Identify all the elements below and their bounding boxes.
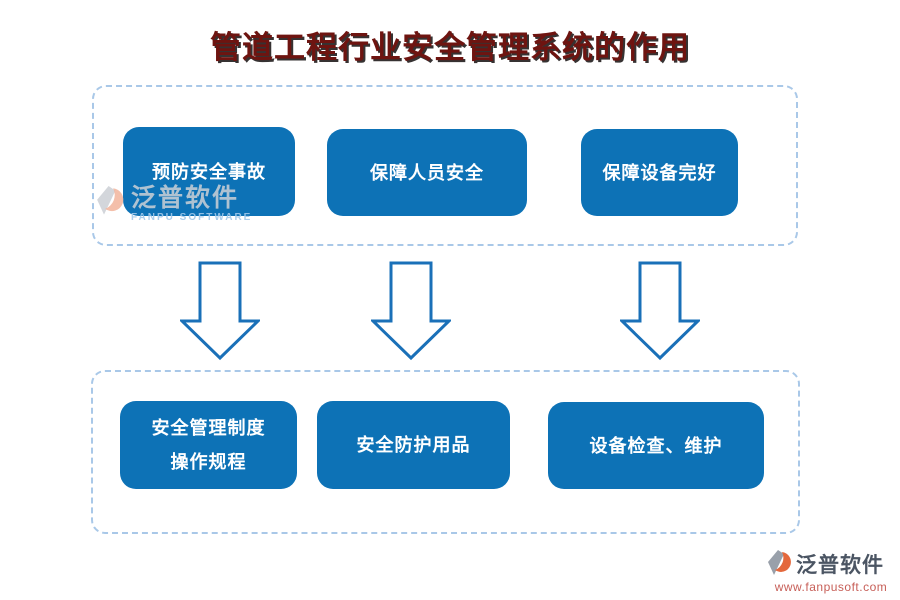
flow-box-label: 安全防护用品 bbox=[356, 435, 471, 455]
flow-box-personnel-safety: 保障人员安全 bbox=[327, 129, 527, 216]
page-title: 管道工程行业安全管理系统的作用 bbox=[210, 30, 690, 65]
flow-box-safety-rules: 安全管理制度 操作规程 bbox=[120, 401, 297, 489]
down-arrow-icon bbox=[371, 261, 451, 361]
flow-box-label-line1: 安全管理制度 bbox=[151, 418, 266, 438]
fanpu-logo-icon bbox=[768, 550, 791, 575]
flow-box-label-line2: 操作规程 bbox=[170, 452, 247, 472]
flow-box-label: 预防安全事故 bbox=[152, 161, 266, 182]
flow-box-protective-equipment: 安全防护用品 bbox=[317, 401, 510, 489]
flow-box-label: 保障人员安全 bbox=[370, 162, 484, 183]
down-arrow-icon bbox=[180, 261, 260, 361]
flow-box-label: 保障设备完好 bbox=[602, 162, 717, 183]
flow-box-prevent-accidents: 预防安全事故 bbox=[123, 127, 295, 216]
flow-box-equipment-integrity: 保障设备完好 bbox=[581, 129, 738, 216]
bottom-group-container bbox=[91, 370, 800, 534]
down-arrow-icon bbox=[620, 261, 700, 361]
footer-brand-url: www.fanpusoft.com bbox=[774, 580, 888, 594]
flow-box-equipment-inspection: 设备检查、维护 bbox=[548, 402, 764, 489]
top-group-container bbox=[92, 85, 798, 246]
footer-brand-name: 泛普软件 bbox=[796, 554, 884, 577]
footer-brand: 泛普软件 www.fanpusoft.com bbox=[768, 549, 898, 594]
flow-box-label: 设备检查、维护 bbox=[589, 435, 723, 456]
